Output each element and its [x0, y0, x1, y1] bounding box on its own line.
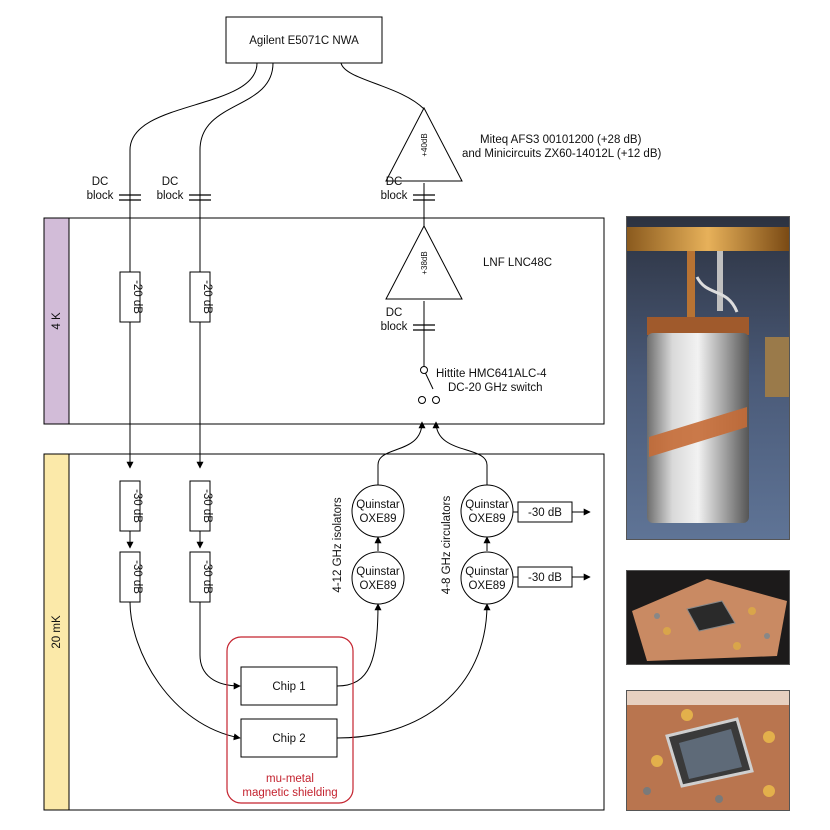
photo-sample-mount-overview-image — [627, 571, 789, 664]
dc-block-in-2-line1: DC — [162, 176, 179, 188]
isolator-lower-label-2: OXE89 — [359, 580, 396, 592]
isolator-upper-label-1: Quinstar — [356, 499, 400, 511]
stage-4k-label: 4 K — [51, 312, 63, 330]
circulator-upper-label-1: Quinstar — [465, 499, 509, 511]
isolator-upper-label-2: OXE89 — [359, 513, 396, 525]
amplifier-miteq-label-2: and Minicircuits ZX60-14012L (+12 dB) — [462, 148, 662, 160]
dc-block-symbols — [119, 194, 435, 331]
circulator-termination-2: -30 dB — [517, 566, 573, 588]
attenuator-20mk-line2-a: -30 dB — [189, 480, 213, 532]
isolator-upper: Quinstar OXE89 — [351, 484, 405, 538]
attenuator-4k-line1: -20 dB — [119, 271, 143, 323]
attenuator-4k-line2: -20 dB — [189, 271, 213, 323]
output-cables — [336, 62, 591, 739]
circulators-label: 4-8 GHz circulators — [441, 496, 453, 595]
amplifier-miteq: +40dB — [385, 106, 463, 182]
amplifier-miteq-label-1: Miteq AFS3 00101200 (+28 dB) — [480, 134, 642, 146]
stage-4k-band — [43, 217, 70, 425]
attenuator-20mk-line2-b: -30 dB — [189, 551, 213, 603]
input-cables — [126, 62, 274, 741]
chip-2: Chip 2 — [240, 718, 338, 758]
stage-20mk-band — [43, 453, 70, 811]
amplifier-miteq-gain: +40dB — [420, 133, 429, 156]
attenuator-20mk-line1-b: -30 dB — [119, 551, 143, 603]
stage-4k: 4 K — [43, 217, 605, 425]
dc-block-out-2-line1: DC — [386, 307, 403, 319]
dc-block-out-2: DC block — [381, 307, 408, 333]
circulator-termination-1-label: -30 dB — [528, 507, 562, 519]
attenuator-20mk-line1-a-label: -30 dB — [131, 489, 143, 523]
dc-block-in-1-line1: DC — [92, 176, 109, 188]
rf-switch — [418, 366, 440, 404]
isolator-lower-label-1: Quinstar — [356, 566, 400, 578]
stage-20mk: 20 mK — [43, 453, 605, 811]
circulator-lower-label-1: Quinstar — [465, 566, 509, 578]
dc-block-in-1: DC block — [87, 176, 114, 202]
attenuator-4k-line1-label: -20 dB — [131, 280, 143, 314]
mu-metal-shield — [226, 636, 354, 804]
circulator-termination-1: -30 dB — [517, 501, 573, 523]
dc-block-out-1-line2: block — [381, 190, 408, 202]
shield-label-2: magnetic shielding — [242, 787, 337, 799]
stage-20mk-label: 20 mK — [51, 615, 63, 649]
circulator-termination-2-label: -30 dB — [528, 572, 562, 584]
photo-sample-mount-closeup-image — [627, 691, 789, 810]
network-analyzer-label: Agilent E5071C NWA — [249, 35, 359, 47]
chip-1: Chip 1 — [240, 666, 338, 706]
attenuator-4k-line2-label: -20 dB — [201, 280, 213, 314]
attenuator-20mk-line2-b-label: -30 dB — [201, 560, 213, 594]
circulator-lower-label-2: OXE89 — [468, 580, 505, 592]
circulator-lower: Quinstar OXE89 — [460, 551, 514, 605]
isolator-lower: Quinstar OXE89 — [351, 551, 405, 605]
circulator-upper: Quinstar OXE89 — [460, 484, 514, 538]
photo-cryostat-shield-image — [627, 217, 789, 539]
shield-label-1: mu-metal — [266, 773, 314, 785]
photo-sample-mount-closeup — [626, 690, 790, 811]
amplifier-lnf-label: LNF LNC48C — [483, 257, 552, 269]
dc-block-in-2: DC block — [157, 176, 184, 202]
amplifier-lnf-gain: +38dB — [420, 251, 429, 274]
chip-1-label: Chip 1 — [272, 681, 305, 693]
dc-block-in-2-line2: block — [157, 190, 184, 202]
dc-block-out-1-line1: DC — [386, 176, 403, 188]
attenuator-20mk-line1-a: -30 dB — [119, 480, 143, 532]
circulator-upper-label-2: OXE89 — [468, 513, 505, 525]
chip-2-label: Chip 2 — [272, 733, 305, 745]
dc-block-out-1: DC block — [381, 176, 408, 202]
switch-label-1: Hittite HMC641ALC-4 — [436, 368, 547, 380]
amplifier-lnf: +38dB — [385, 224, 463, 300]
dc-block-in-1-line2: block — [87, 190, 114, 202]
attenuator-20mk-line1-b-label: -30 dB — [131, 560, 143, 594]
photo-cryostat-shield — [626, 216, 790, 540]
isolators-label: 4-12 GHz isolators — [332, 497, 344, 592]
photo-sample-mount-overview — [626, 570, 790, 665]
network-analyzer: Agilent E5071C NWA — [225, 16, 383, 64]
attenuator-20mk-line2-a-label: -30 dB — [201, 489, 213, 523]
dc-block-out-2-line2: block — [381, 321, 408, 333]
switch-label-2: DC-20 GHz switch — [448, 382, 543, 394]
